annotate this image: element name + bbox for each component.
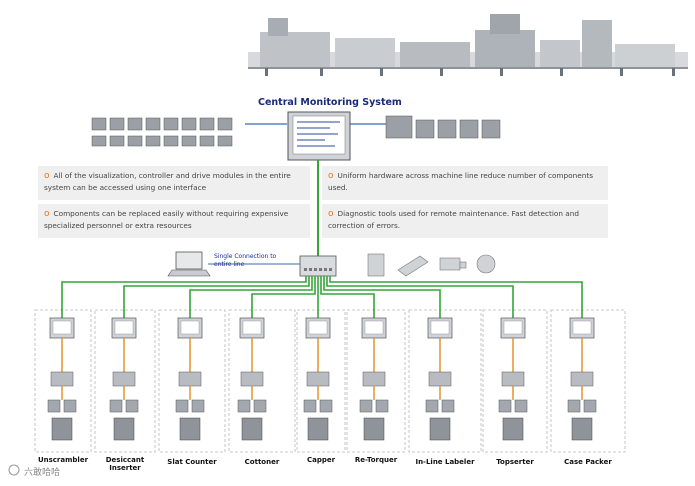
station-drive — [363, 417, 385, 441]
station-drive — [241, 417, 263, 441]
benefit-box-2 — [322, 166, 608, 200]
station-drive — [179, 417, 201, 441]
station-motor — [498, 399, 512, 413]
station-controller — [178, 371, 202, 387]
station-motor — [191, 399, 205, 413]
benefit-box-3 — [38, 204, 310, 238]
station-motor — [359, 399, 373, 413]
station-motor — [514, 399, 528, 413]
station-hmi-screen — [430, 320, 450, 335]
machine-label-slat-counter: Slat Counter — [167, 458, 217, 466]
page-title: Central Monitoring System — [258, 97, 402, 108]
machine-label-unscrambler: Unscrambler — [37, 456, 89, 464]
station-motor — [175, 399, 189, 413]
connection-label: Single Connection to entire line — [214, 253, 277, 268]
machine-label-case-packer: Case Packer — [564, 458, 612, 466]
watermark: 六敢哈哈 — [24, 468, 61, 478]
network-fanout — [61, 276, 583, 318]
central-hmi-panel — [287, 111, 351, 161]
machine-label-cottoner: Cottoner — [244, 458, 280, 466]
bullet-icon: o — [328, 209, 334, 219]
bullet-icon: o — [44, 171, 50, 181]
station-controller — [501, 371, 525, 387]
laptop-icon — [167, 251, 211, 277]
station-controller — [306, 371, 330, 387]
station-controller — [240, 371, 264, 387]
device-cluster-right — [385, 115, 501, 139]
station-drive — [571, 417, 593, 441]
machine-stations — [34, 309, 626, 453]
station-drive — [51, 417, 73, 441]
station-motor — [375, 399, 389, 413]
station-motor — [583, 399, 597, 413]
station-hmi-screen — [572, 320, 592, 335]
station-hmi-screen — [52, 320, 72, 335]
network-switch-icon — [299, 255, 337, 277]
station-motor — [253, 399, 267, 413]
station-hmi-screen — [242, 320, 262, 335]
station-motor — [303, 399, 317, 413]
station-hmi-screen — [364, 320, 384, 335]
machine-label-re-torquer: Re-Torquer — [354, 456, 398, 464]
device-cluster-left — [91, 117, 233, 147]
station-controller — [50, 371, 74, 387]
station-hmi-screen — [503, 320, 523, 335]
station-hmi-screen — [308, 320, 328, 335]
benefit-box-1 — [38, 166, 310, 200]
machine-label-in-line-labeler: In-Line Labeler — [415, 458, 475, 466]
bullet-icon: o — [44, 209, 50, 219]
station-controller — [362, 371, 386, 387]
station-motor — [567, 399, 581, 413]
peripheral-devices — [367, 253, 496, 277]
station-drive — [429, 417, 451, 441]
station-motor — [125, 399, 139, 413]
station-controller — [112, 371, 136, 387]
station-drive — [307, 417, 329, 441]
machine-label-capper: Capper — [306, 456, 336, 464]
machine-label-desiccant-inserter: Desiccant Inserter — [105, 456, 145, 472]
station-motor — [109, 399, 123, 413]
station-motor — [441, 399, 455, 413]
benefit-box-4 — [322, 204, 608, 238]
station-hmi-screen — [180, 320, 200, 335]
station-hmi-screen — [114, 320, 134, 335]
station-motor — [319, 399, 333, 413]
station-controller — [570, 371, 594, 387]
machine-label-topserter: Topserter — [496, 458, 534, 466]
station-drive — [502, 417, 524, 441]
production-line-image — [248, 14, 688, 76]
bullet-icon: o — [328, 171, 334, 181]
station-drive — [113, 417, 135, 441]
station-motor — [47, 399, 61, 413]
station-controller — [428, 371, 452, 387]
station-motor — [425, 399, 439, 413]
station-motor — [237, 399, 251, 413]
station-motor — [63, 399, 77, 413]
